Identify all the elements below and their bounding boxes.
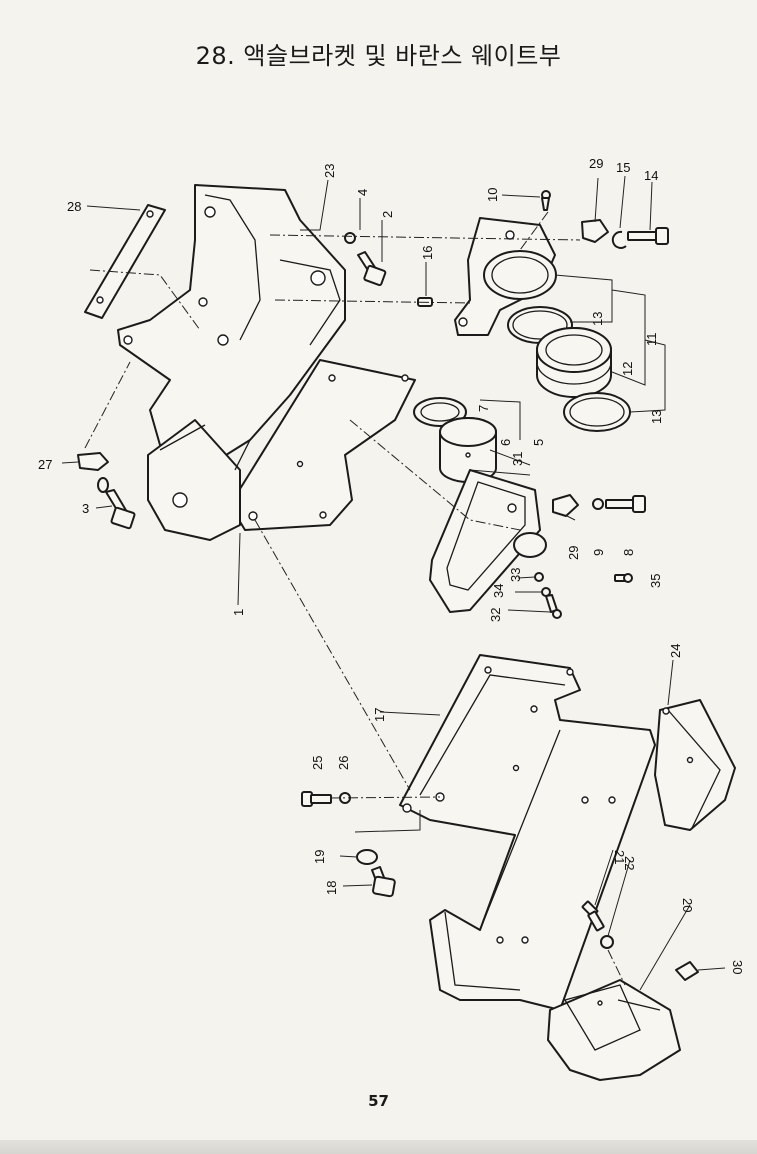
callout-25: 25: [310, 756, 325, 770]
part-15-washer: [611, 230, 627, 249]
callout-8: 8: [621, 549, 636, 556]
callout-7: 7: [476, 405, 491, 412]
callout-20: 20: [680, 898, 695, 912]
part-14-bolt: [627, 227, 669, 245]
part-10-screw: [541, 190, 551, 211]
part-35-screw: [614, 573, 633, 583]
callout-19: 19: [312, 850, 327, 864]
callout-31: 31: [510, 452, 525, 466]
callout-16: 16: [420, 246, 435, 260]
callout-35: 35: [648, 574, 663, 588]
callout-24: 24: [668, 644, 683, 658]
callout-14: 14: [644, 168, 658, 183]
part-33-nut: [534, 572, 544, 582]
part-17-main-frame: [399, 654, 656, 1011]
part-3-washer: [97, 477, 109, 493]
callout-2: 2: [380, 211, 395, 218]
callout-12: 12: [620, 362, 635, 376]
part-28-strip-plate: [84, 204, 166, 319]
part-25-bolt: [301, 791, 332, 807]
callout-9: 9: [591, 549, 606, 556]
callout-4: 4: [355, 189, 370, 196]
callout-labels: 28 23 4 2 16 10 29 15 14 13 11 12 13 7 6…: [38, 156, 745, 974]
part-1-axle-bracket: [117, 184, 416, 541]
callout-6: 6: [498, 439, 513, 446]
callout-5: 5: [531, 439, 546, 446]
part-3-bolt: [105, 489, 136, 530]
part-8-bolt: [605, 495, 646, 513]
callout-27: 27: [38, 457, 52, 472]
callout-11: 11: [644, 333, 659, 347]
callout-10: 10: [485, 188, 500, 202]
part-4-washer: [344, 232, 356, 244]
part-20-balance-weight: [547, 979, 681, 1081]
callout-22: 22: [622, 856, 637, 870]
part-2-bolt: [357, 251, 387, 287]
part-22-nut: [600, 935, 614, 949]
page-title: 28. 액슬브라켓 및 바란스 웨이트부: [195, 42, 562, 70]
part-32-bolt: [545, 594, 562, 619]
callout-23: 23: [322, 164, 337, 178]
callout-13-lower: 13: [649, 410, 664, 424]
callout-30: 30: [730, 960, 745, 974]
callout-13-upper: 13: [590, 312, 605, 326]
part-30-tab-washer: [675, 961, 699, 981]
callout-28: 28: [67, 199, 81, 214]
part-29-lower-tab-washer: [552, 494, 579, 517]
callout-29-lower: 29: [566, 546, 581, 560]
part-29-upper-tab-washer: [581, 219, 609, 243]
callout-17: 17: [372, 708, 387, 722]
part-13-lower-ring: [563, 392, 631, 432]
callout-29-upper: 29: [589, 156, 603, 171]
part-21-bolt: [581, 900, 605, 932]
callout-33: 33: [508, 568, 523, 582]
part-12-bearing: [536, 327, 612, 398]
part-19-washer: [356, 849, 378, 865]
part-27-tab-washer: [77, 452, 109, 471]
callout-18: 18: [324, 881, 339, 895]
flange-plate: [429, 469, 547, 613]
callout-15: 15: [616, 160, 630, 175]
callout-34: 34: [491, 584, 506, 598]
callout-26: 26: [336, 756, 351, 770]
part-24-balance-weight: [654, 699, 736, 831]
part-6-cap: [439, 417, 497, 483]
part-9-washer: [592, 498, 604, 510]
scan-edge-band: [0, 1140, 757, 1154]
callout-21: 21: [612, 850, 627, 864]
part-18-bolt: [371, 866, 396, 898]
callout-32: 32: [488, 608, 503, 622]
leader-lines: [61, 175, 726, 991]
callout-1: 1: [231, 609, 246, 616]
page-number: 57: [368, 1092, 389, 1110]
callout-3: 3: [82, 501, 89, 516]
part-7-seal-ring: [413, 397, 467, 427]
